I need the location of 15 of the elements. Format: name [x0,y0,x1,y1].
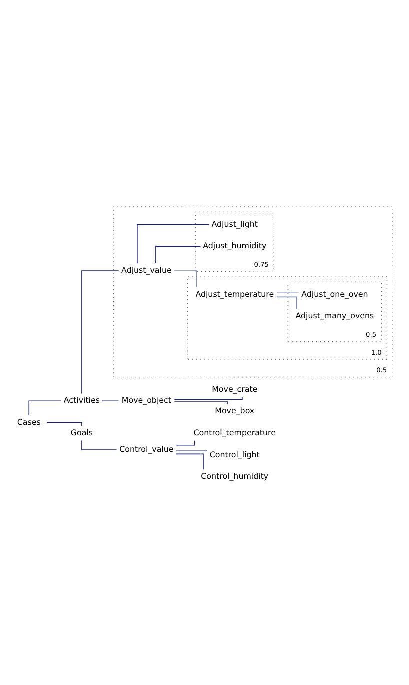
connector [46,422,82,426]
connector [176,453,204,470]
connector [174,396,243,400]
connector [102,400,120,402]
connector [176,440,196,446]
connector [176,450,208,451]
connector [276,296,298,310]
connector [137,224,210,264]
connector [156,246,202,264]
connector [82,270,120,394]
connector [28,400,62,416]
connector [276,291,300,292]
connector [174,270,198,288]
connector [174,401,228,404]
connector [82,440,118,450]
